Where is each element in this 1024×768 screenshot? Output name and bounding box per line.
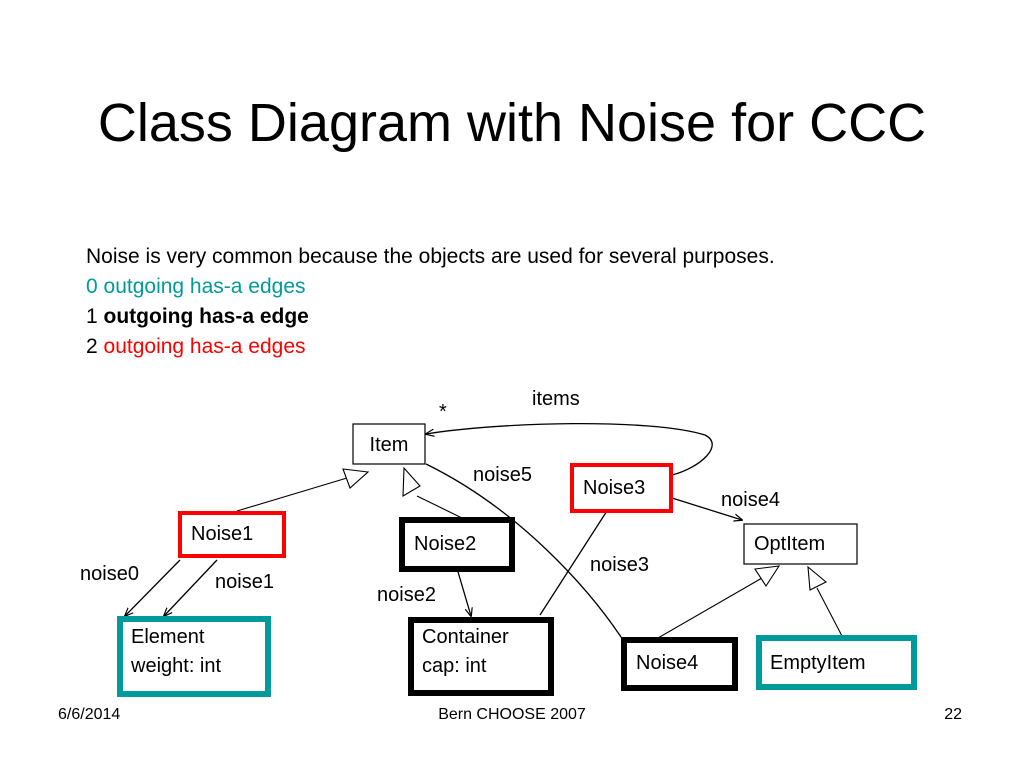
label-multiplicity-star: * (439, 401, 447, 423)
class-item: Item (352, 423, 426, 465)
inherit-arrowhead-emptyitem (807, 565, 827, 591)
footer-date: 6/6/2014 (58, 706, 121, 723)
class-container: Container cap: int (408, 617, 554, 696)
label-noise0: noise0 (80, 563, 139, 585)
inherit-arrowhead-noise4 (754, 565, 781, 588)
class-element-attribute: weight: int (130, 655, 221, 677)
legend-one-text: outgoing has-a edge (103, 305, 309, 328)
label-noise1: noise1 (215, 571, 274, 593)
class-noise1: Noise1 (178, 511, 286, 558)
intro-text: Noise is very common because the objects… (86, 245, 775, 268)
label-noise2: noise2 (377, 584, 436, 606)
class-emptyitem: EmptyItem (756, 635, 917, 690)
class-noise2-name: Noise2 (414, 533, 476, 555)
edge-noise4 (671, 497, 742, 520)
legend-two-number: 2 (86, 335, 104, 358)
legend-two-text: outgoing has-a edges (103, 335, 306, 358)
inherit-noise1-item (236, 477, 348, 512)
edge-noise0 (125, 559, 181, 616)
class-container-attribute: cap: int (422, 655, 487, 677)
legend-zero-edges: 0 outgoing has-a edges (86, 272, 775, 302)
class-emptyitem-name: EmptyItem (770, 652, 866, 674)
label-noise5: noise5 (473, 464, 532, 486)
class-noise4-name: Noise4 (636, 652, 698, 674)
inherit-arrowhead-noise2 (402, 466, 421, 497)
class-noise2: Noise2 (399, 517, 515, 572)
edge-noise2 (455, 564, 471, 616)
class-optitem-name: OptItem (754, 533, 825, 555)
legend-one-number: 1 (86, 305, 104, 328)
footer-page-number: 22 (944, 706, 962, 723)
class-noise1-name: Noise1 (191, 523, 253, 545)
class-element-name: Element (131, 626, 205, 648)
label-items: items (532, 388, 580, 410)
edge-noise1 (164, 559, 218, 616)
inherit-arrowhead-noise1 (342, 468, 370, 489)
class-optitem: OptItem (743, 523, 858, 565)
legend-zero-text: 0 outgoing has-a edges (86, 275, 306, 298)
class-item-name: Item (370, 434, 409, 456)
class-element: Element weight: int (117, 616, 271, 697)
legend-two-edges: 2 outgoing has-a edges (86, 332, 775, 362)
legend-text: Noise is very common because the objects… (86, 242, 775, 362)
slide-title: Class Diagram with Noise for CCC (97, 93, 927, 153)
intro-line: Noise is very common because the objects… (86, 242, 775, 272)
class-container-name: Container (422, 626, 509, 648)
inherit-noise4-optitem (657, 577, 763, 639)
label-noise4: noise4 (721, 489, 780, 511)
edge-noise3 (539, 500, 614, 616)
inherit-noise2-item (416, 495, 463, 519)
edge-noise5 (425, 463, 624, 641)
label-noise3: noise3 (590, 554, 649, 576)
class-noise3-name: Noise3 (583, 477, 645, 499)
class-noise3: Noise3 (570, 463, 673, 513)
legend-one-edge: 1 outgoing has-a edge (86, 302, 775, 332)
footer-center-text: Bern CHOOSE 2007 (438, 706, 586, 723)
inherit-emptyitem-optitem (816, 587, 843, 637)
edge-items-loop (426, 422, 713, 476)
class-noise4: Noise4 (621, 637, 738, 691)
